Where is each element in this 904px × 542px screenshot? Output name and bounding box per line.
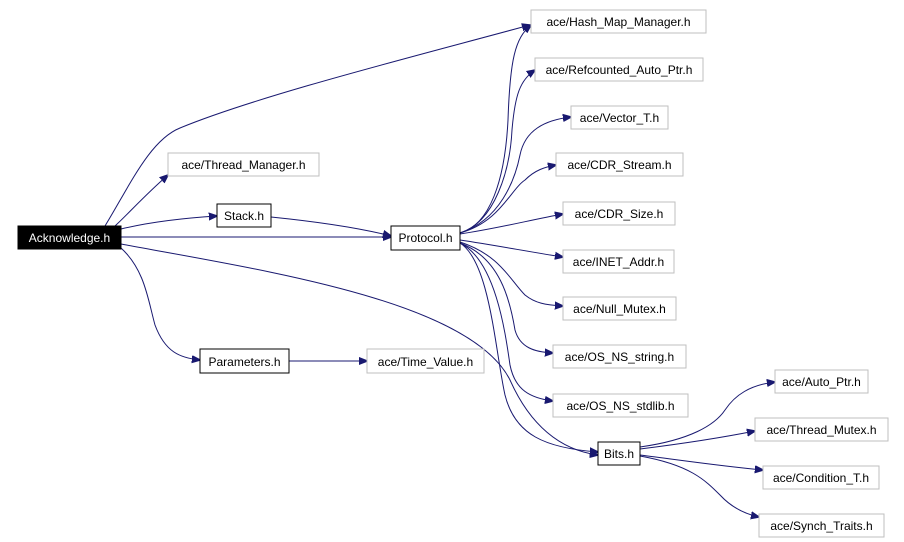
edge-acknowledge-hash-map-manager: [104, 25, 530, 227]
edge-protocol-refcounted-auto-ptr: [459, 70, 535, 234]
node-stack[interactable]: Stack.h: [216, 203, 272, 228]
edge-acknowledge-parameters: [120, 247, 200, 360]
node-synch-traits[interactable]: ace/Synch_Traits.h: [758, 513, 885, 538]
node-label: ace/Time_Value.h: [378, 355, 473, 369]
node-thread-manager[interactable]: ace/Thread_Manager.h: [167, 152, 320, 177]
node-protocol[interactable]: Protocol.h: [390, 225, 461, 251]
node-thread-mutex[interactable]: ace/Thread_Mutex.h: [754, 417, 889, 442]
node-label: ace/Refcounted_Auto_Ptr.h: [546, 63, 693, 77]
node-time-value[interactable]: ace/Time_Value.h: [366, 348, 485, 374]
edge-acknowledge-bits: [120, 243, 598, 455]
node-label: ace/Hash_Map_Manager.h: [546, 15, 690, 29]
node-label: Stack.h: [224, 209, 264, 223]
edge-protocol-inet-addr: [459, 239, 563, 257]
node-auto-ptr[interactable]: ace/Auto_Ptr.h: [774, 369, 869, 394]
node-label: Bits.h: [604, 447, 634, 461]
edge-bits-synch-traits: [639, 455, 759, 517]
node-os-ns-stdlib[interactable]: ace/OS_NS_stdlib.h: [552, 393, 689, 418]
node-acknowledge[interactable]: Acknowledge.h: [17, 225, 122, 250]
node-label: ace/CDR_Size.h: [575, 207, 664, 221]
edge-acknowledge-stack: [120, 216, 217, 230]
node-label: ace/CDR_Stream.h: [567, 158, 671, 172]
node-label: ace/Thread_Manager.h: [181, 158, 305, 172]
edge-protocol-cdr-size: [459, 214, 563, 235]
edge-bits-auto-ptr: [639, 382, 775, 448]
node-label: ace/Vector_T.h: [580, 111, 659, 125]
edge-acknowledge-thread-manager: [114, 175, 168, 227]
edge-bits-condition-t: [639, 454, 763, 470]
node-os-ns-string[interactable]: ace/OS_NS_string.h: [552, 344, 687, 369]
node-vector-t[interactable]: ace/Vector_T.h: [570, 105, 669, 130]
node-label: ace/Auto_Ptr.h: [782, 375, 861, 389]
node-hash-map-manager[interactable]: ace/Hash_Map_Manager.h: [530, 9, 707, 34]
node-bits[interactable]: Bits.h: [597, 441, 641, 466]
edge-protocol-hash-map-manager: [459, 25, 531, 234]
node-label: Acknowledge.h: [29, 231, 110, 245]
node-label: ace/OS_NS_stdlib.h: [566, 399, 674, 413]
node-refcounted-auto-ptr[interactable]: ace/Refcounted_Auto_Ptr.h: [534, 57, 704, 82]
node-cdr-stream[interactable]: ace/CDR_Stream.h: [555, 152, 684, 177]
edge-protocol-cdr-stream: [459, 165, 556, 234]
node-condition-t[interactable]: ace/Condition_T.h: [762, 465, 880, 490]
node-label: ace/Thread_Mutex.h: [766, 423, 876, 437]
edge-bits-thread-mutex: [639, 431, 755, 450]
node-label: ace/Synch_Traits.h: [770, 519, 872, 533]
node-inet-addr[interactable]: ace/INET_Addr.h: [562, 249, 675, 274]
edge-stack-protocol: [270, 216, 391, 236]
edges: [104, 25, 775, 517]
node-label: ace/Condition_T.h: [773, 471, 869, 485]
edge-protocol-bits: [459, 242, 598, 452]
edge-protocol-vector-t: [459, 117, 571, 234]
node-label: ace/INET_Addr.h: [573, 255, 664, 269]
edge-protocol-os-ns-stdlib: [459, 242, 553, 401]
node-label: ace/OS_NS_string.h: [565, 350, 674, 364]
edge-protocol-os-ns-string: [459, 242, 553, 353]
edge-protocol-null-mutex: [459, 241, 563, 306]
node-label: ace/Null_Mutex.h: [573, 302, 666, 316]
node-label: Protocol.h: [398, 231, 452, 245]
node-label: Parameters.h: [208, 355, 280, 369]
node-parameters[interactable]: Parameters.h: [199, 348, 290, 374]
node-null-mutex[interactable]: ace/Null_Mutex.h: [562, 296, 677, 321]
node-cdr-size[interactable]: ace/CDR_Size.h: [562, 201, 676, 226]
